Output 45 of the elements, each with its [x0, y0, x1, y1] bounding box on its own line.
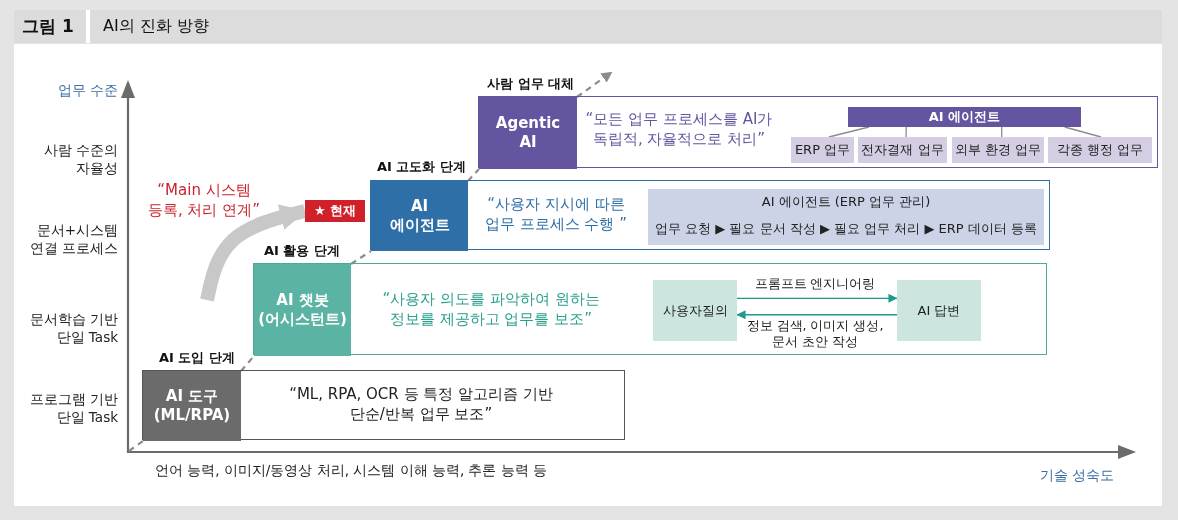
axis-tick-label: 사람 수준의 자율성 — [42, 142, 118, 178]
curved-arrow — [200, 204, 307, 302]
edge-label: “Main 시스템 등록, 처리 연계” — [146, 181, 262, 220]
process-panel — [648, 189, 1044, 245]
axis-title: 업무 수준 — [56, 81, 118, 100]
task-box: 외부 환경 업무 — [952, 137, 1044, 163]
arrow — [736, 293, 898, 303]
task-box: ERP 업무 — [791, 137, 854, 163]
current-badge: ★ 현재 — [305, 200, 365, 222]
stage-heading: 사람 업무 대체 — [487, 75, 575, 93]
task-box: 전자결재 업무 — [858, 137, 947, 163]
dashed-arrow — [576, 71, 613, 98]
stage-heading: AI 도입 단계 — [159, 349, 235, 367]
panel-title: AI 에이전트 (ERP 업무 관리) — [760, 193, 932, 211]
arrow — [736, 310, 898, 320]
dashed-connector-line — [350, 250, 372, 265]
dashed-connector-line — [240, 355, 255, 372]
axis-tick-label: 문서학습 기반 단일 Task — [28, 311, 118, 347]
axis-title: 기술 성숙도 — [1040, 466, 1116, 485]
edge-label: 정보 검색, 이미지 생성, 문서 초안 작성 — [745, 318, 885, 351]
quote-text: “모든 업무 프로세스를 AI가 독립적, 자율적으로 처리” — [584, 110, 774, 149]
stage-heading: AI 활용 단계 — [264, 242, 340, 260]
stage-box: AI 도구 (ML/RPA) — [143, 371, 241, 441]
task-box: 각종 행정 업무 — [1048, 137, 1152, 163]
stage-box: AI 에이전트 — [371, 181, 468, 251]
quote-text: “사용자 의도를 파악하여 원하는 정보를 제공하고 업무를 보조” — [381, 290, 601, 329]
category-bar: AI 에이전트 — [848, 107, 1081, 127]
figure-title: AI의 진화 방향 — [103, 16, 209, 37]
quote-text: “ML, RPA, OCR 등 특정 알고리즘 기반 단순/반복 업무 보조” — [288, 385, 554, 424]
connector-line — [1064, 126, 1102, 138]
dashed-connector-line — [128, 440, 144, 452]
stage-heading: AI 고도화 단계 — [377, 158, 466, 176]
axis-tick-label: 문서+시스템 연결 프로세스 — [28, 222, 118, 258]
stage-box: Agentic AI — [479, 97, 577, 169]
connector-line — [905, 126, 907, 138]
answer-box: AI 답변 — [897, 280, 981, 341]
stage-box: AI 챗봇 (어시스턴트) — [254, 264, 351, 356]
dashed-connector-line — [467, 168, 480, 182]
axis-tick-label: 프로그램 기반 단일 Task — [28, 391, 118, 427]
query-box: 사용자질의 — [653, 280, 737, 341]
process-steps: 업무 요청 ▶ 필요 문서 작성 ▶ 필요 업무 처리 ▶ ERP 데이터 등록 — [648, 220, 1044, 238]
figure-number: 그림 1 — [22, 15, 75, 38]
axis-caption: 언어 능력, 이미지/동영상 처리, 시스템 이해 능력, 추론 능력 등 — [155, 462, 549, 480]
edge-label: 프롬프트 엔지니어링 — [753, 276, 877, 293]
quote-text: “사용자 지시에 따른 업무 프로세스 수행 ” — [483, 195, 629, 234]
